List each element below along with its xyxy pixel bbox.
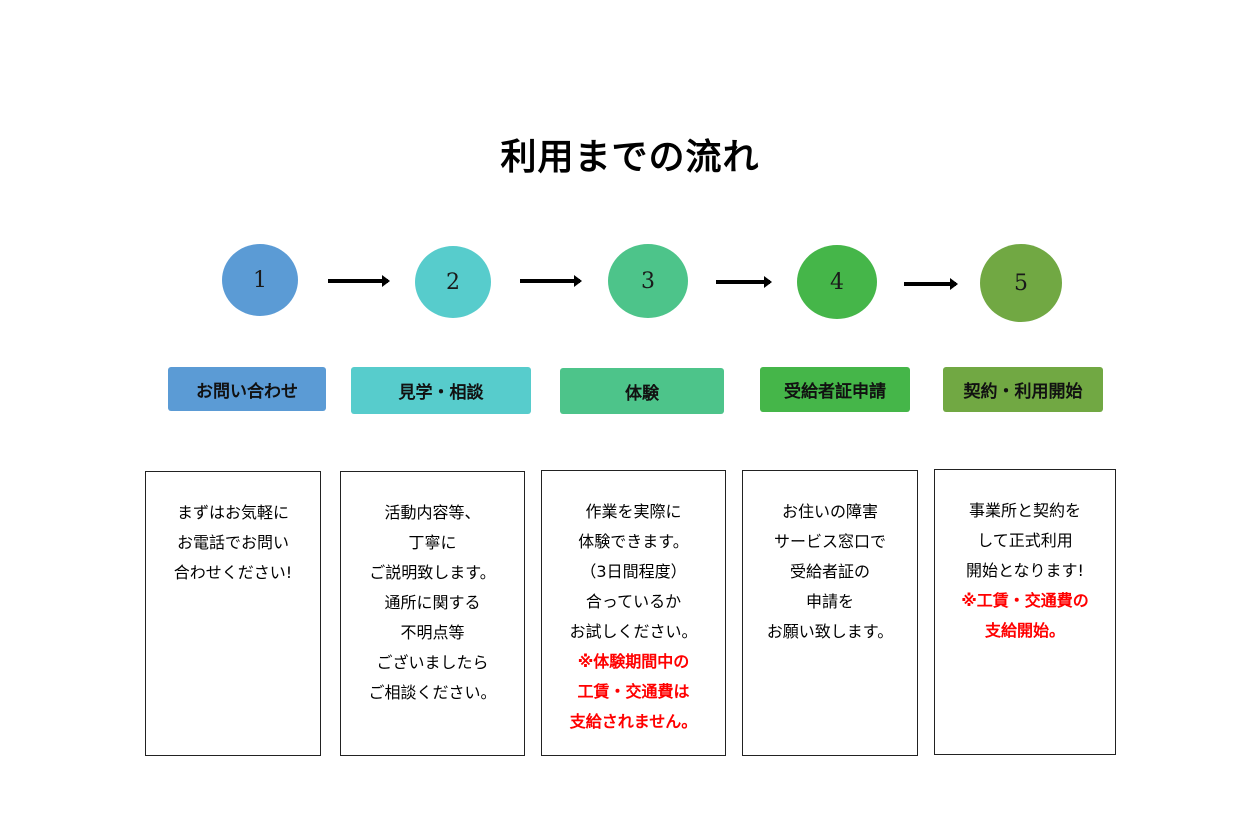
step-4-label-text: 受給者証申請 xyxy=(784,382,886,402)
step-2-number: 2 xyxy=(446,269,460,295)
step-1-label-text: お問い合わせ xyxy=(196,381,298,402)
step-4-description-line: お願い致します。 xyxy=(766,622,894,641)
step-2-description-line: ご相談ください。 xyxy=(368,683,497,702)
step-3-description: 作業を実際に体験できます。 （3日間程度） 合っているかお試しください。 ※体験期間中… xyxy=(541,470,726,756)
step-5-label: 契約・利用開始 xyxy=(943,367,1103,412)
arrow-1-to-2 xyxy=(328,275,390,287)
step-2-description-line: 通所に関する xyxy=(384,593,481,612)
step-4-description-line: 申請を xyxy=(805,592,854,611)
step-3-number: 3 xyxy=(641,268,655,294)
step-5-description-line: して正式利用 xyxy=(977,531,1073,550)
step-5-notice-line: 支給開始。 xyxy=(984,621,1065,640)
step-5-description-line: 開始となります! xyxy=(966,561,1084,580)
step-1-description: まずはお気軽にお電話でお問い合わせください! xyxy=(145,471,321,756)
step-3-description-line: （3日間程度） xyxy=(580,562,687,581)
step-2-description-line: 丁寧に xyxy=(408,533,457,552)
step-3-label: 体験 xyxy=(560,368,724,414)
step-3-notice-line: 支給されません。 xyxy=(569,712,698,731)
step-2-description-line: ご説明致します。 xyxy=(369,563,496,582)
step-1-description-line: まずはお気軽に xyxy=(176,503,289,522)
step-1-description-line: 合わせください! xyxy=(173,563,293,582)
step-5-description-line: 事業所と契約を xyxy=(968,501,1081,520)
step-2-description: 活動内容等、丁寧にご説明致します。通所に関する不明点等ございましたらご相談くださ… xyxy=(340,471,525,756)
step-2-label: 見学・相談 xyxy=(351,367,531,414)
step-4-description-line: お住いの障害 xyxy=(781,502,878,521)
step-5-number: 5 xyxy=(1014,270,1028,296)
arrow-2-to-3 xyxy=(520,275,582,287)
step-3-description-line: 合っているか xyxy=(585,592,682,611)
step-2-description-line: 活動内容等、 xyxy=(384,503,481,522)
page-title: 利用までの流れ xyxy=(500,136,760,178)
step-2-circle: 2 xyxy=(415,246,491,318)
step-3-description-line: 作業を実際に xyxy=(585,502,682,521)
step-4-description-line: 受給者証の xyxy=(789,562,870,581)
step-4-label: 受給者証申請 xyxy=(760,367,910,412)
step-5-circle: 5 xyxy=(980,244,1062,322)
step-3-description-line: お試しください。 xyxy=(569,622,698,641)
step-2-label-text: 見学・相談 xyxy=(398,383,484,403)
step-5-label-text: 契約・利用開始 xyxy=(963,382,1083,402)
step-3-notice-line: 工賃・交通費は xyxy=(577,682,690,701)
step-4-number: 4 xyxy=(830,269,844,295)
step-5-description: 事業所と契約をして正式利用開始となります! ※工賃・交通費の支給開始。 xyxy=(934,469,1116,755)
step-4-circle: 4 xyxy=(797,245,877,319)
arrow-4-to-5 xyxy=(904,278,958,290)
step-3-notice-line: ※体験期間中の xyxy=(577,652,690,671)
step-5-notice-line: ※工賃・交通費の xyxy=(961,591,1089,610)
arrow-3-to-4 xyxy=(716,276,772,288)
step-3-description-line: 体験できます。 xyxy=(578,532,689,551)
step-1-circle: 1 xyxy=(222,244,298,316)
step-4-description: お住いの障害サービス窓口で受給者証の申請をお願い致します。 xyxy=(742,470,918,756)
step-2-description-line: ございましたら xyxy=(376,653,489,672)
step-2-description-line: 不明点等 xyxy=(400,623,465,642)
step-4-description-line: サービス窓口で xyxy=(773,532,886,551)
step-3-circle: 3 xyxy=(608,244,688,318)
step-1-number: 1 xyxy=(253,267,267,293)
step-1-description-line: お電話でお問い xyxy=(176,533,289,552)
step-1-label: お問い合わせ xyxy=(168,367,326,411)
step-3-label-text: 体験 xyxy=(625,383,659,404)
